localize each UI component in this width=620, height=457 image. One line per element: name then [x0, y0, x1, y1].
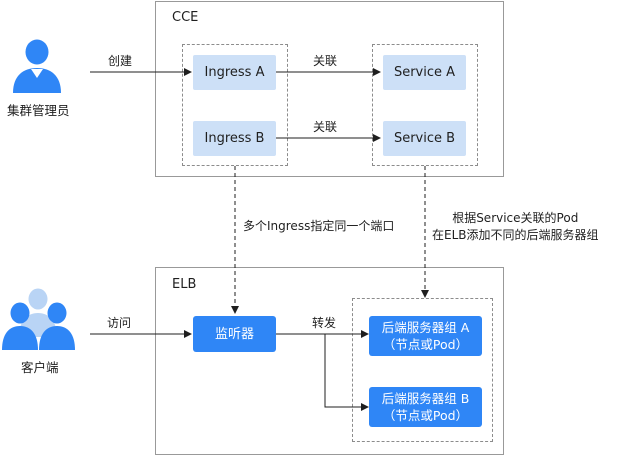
- access-label: 访问: [107, 316, 132, 330]
- client-users-icon: [2, 288, 75, 350]
- admin-label: 集群管理员: [7, 103, 70, 118]
- service-group: [372, 44, 478, 166]
- ingress-a-box[interactable]: Ingress A: [193, 55, 276, 90]
- service-note-line2: 在ELB添加不同的后端服务器组: [432, 228, 599, 242]
- forward-label: 转发: [312, 316, 337, 330]
- ingress-b-box[interactable]: Ingress B: [193, 121, 276, 156]
- service-a-box[interactable]: Service A: [383, 55, 466, 90]
- backend-group-b-line2: （节点或Pod）: [382, 408, 469, 423]
- admin-user-icon: [13, 39, 61, 93]
- backend-group-b-box[interactable]: 后端服务器组 B （节点或Pod）: [369, 387, 482, 427]
- listener-label: 监听器: [214, 326, 254, 342]
- create-label: 创建: [108, 54, 133, 68]
- backend-group-a-box[interactable]: 后端服务器组 A （节点或Pod）: [369, 316, 482, 356]
- client-label: 客户端: [21, 360, 59, 375]
- service-b-box[interactable]: Service B: [383, 121, 466, 156]
- ingress-port-note: 多个Ingress指定同一个端口: [243, 219, 395, 233]
- ingress-group: [182, 44, 288, 166]
- link-b-label: 关联: [313, 120, 338, 134]
- listener-box[interactable]: 监听器: [193, 316, 276, 352]
- service-note-line1: 根据Service关联的Pod: [452, 211, 579, 225]
- service-note: 根据Service关联的Pod 在ELB添加不同的后端服务器组: [432, 210, 599, 244]
- backend-group-a-line2: （节点或Pod）: [382, 337, 469, 352]
- backend-group-a-line1: 后端服务器组 A: [381, 320, 470, 335]
- backend-group: [352, 298, 493, 442]
- link-a-label: 关联: [313, 54, 338, 68]
- backend-group-b-line1: 后端服务器组 B: [381, 391, 470, 406]
- elb-title: ELB: [172, 277, 197, 292]
- cce-title: CCE: [172, 10, 199, 25]
